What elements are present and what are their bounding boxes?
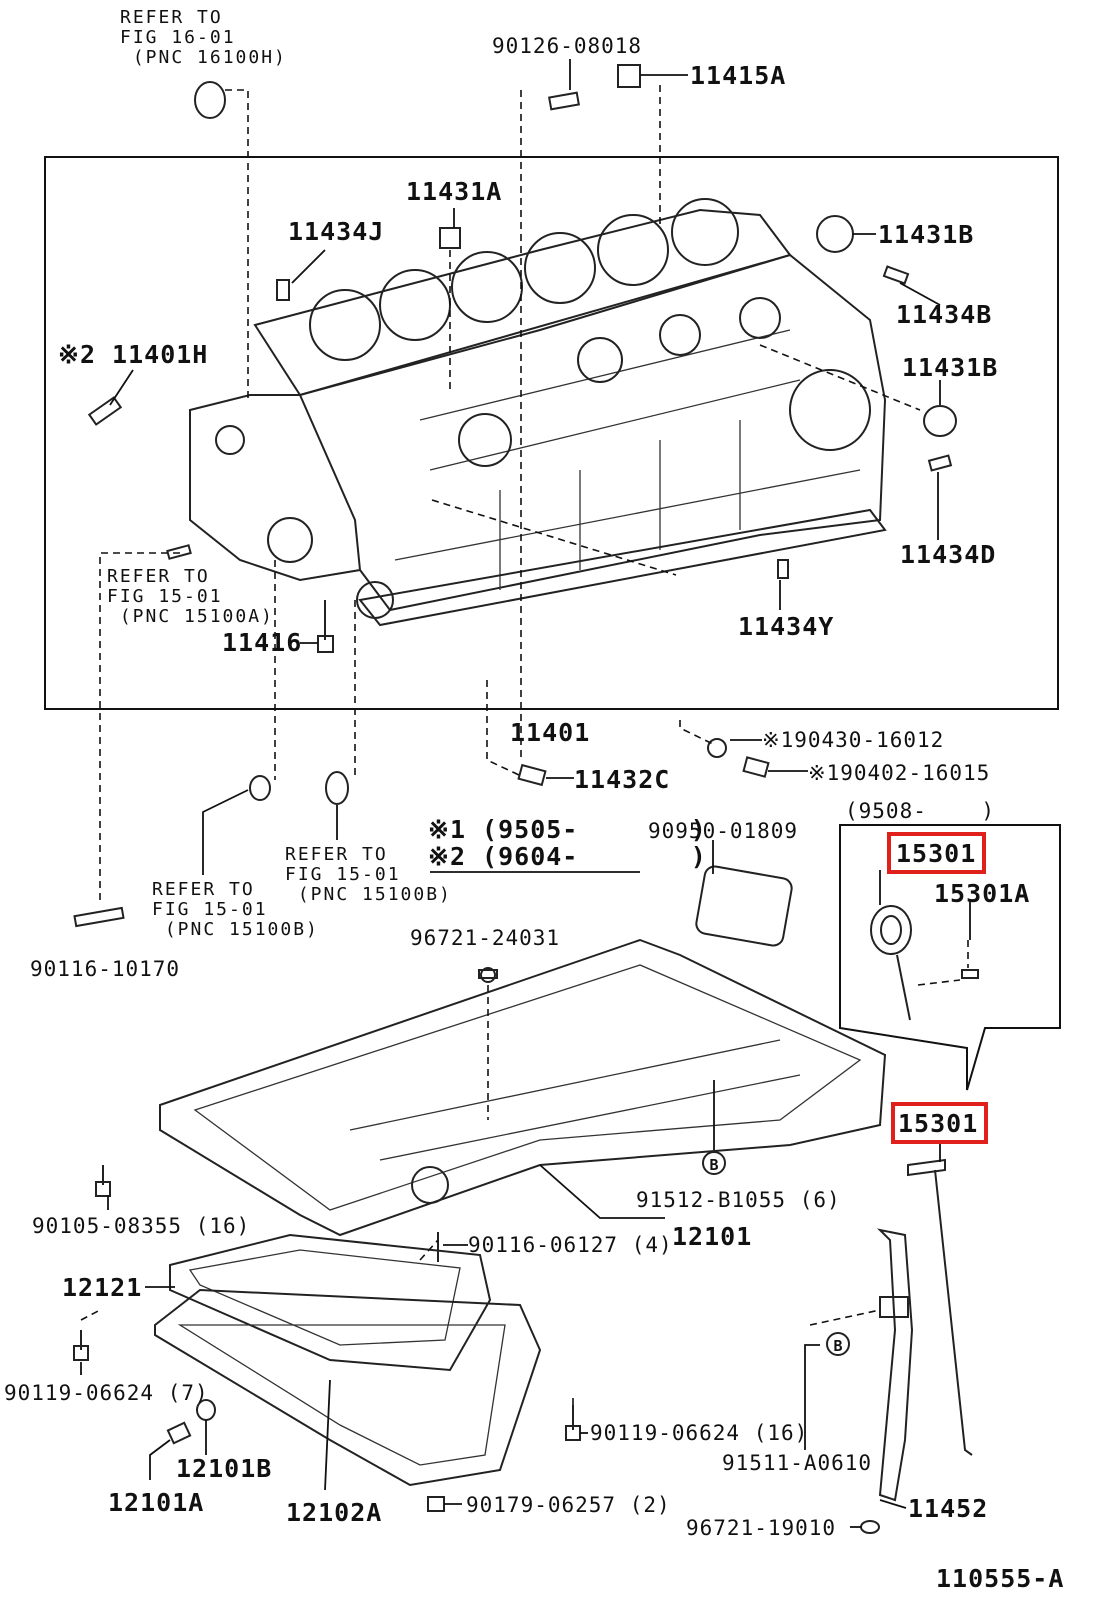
label-12101: 12101 xyxy=(672,1222,752,1251)
small-parts-lower xyxy=(73,969,880,1534)
label-90119-06624-left: 90119-06624 (7) xyxy=(4,1381,209,1405)
oil-pan-drawing xyxy=(159,865,887,1237)
label-9508: (9508- ) xyxy=(845,799,995,823)
ref-15-01-b-left-line1: REFER TO xyxy=(152,879,255,900)
label-90126-08018: 90126-08018 xyxy=(492,34,642,58)
label-11432C: 11432C xyxy=(574,765,670,794)
label-190430-16012: ※190430-16012 xyxy=(762,728,944,752)
label-90105-08355: 90105-08355 (16) xyxy=(32,1214,250,1238)
ref-16-01-line2: FIG 16-01 xyxy=(120,27,236,48)
label-11401: 11401 xyxy=(510,718,590,747)
label-90116-06127: 90116-06127 (4) xyxy=(468,1233,673,1257)
label-96721-24031: 96721-24031 xyxy=(410,926,560,950)
label-11401H: ※2 11401H xyxy=(58,340,208,369)
ref-15-01-b-mid-line2: FIG 15-01 xyxy=(285,864,401,885)
cylinder-block-drawing xyxy=(189,198,887,627)
note-2: ※2 (9604- ) xyxy=(428,842,707,871)
ref-15-01-a-line3: (PNC 15100A) xyxy=(107,606,274,627)
ref-15-01-a-line1: REFER TO xyxy=(107,566,210,587)
label-12102A: 12102A xyxy=(286,1498,382,1527)
label-11434B: 11434B xyxy=(896,300,992,329)
b-badge-upper-text: B xyxy=(709,1156,718,1174)
b-badge-lower: B xyxy=(826,1332,850,1356)
label-15301A: 15301A xyxy=(934,879,1030,908)
label-91512-B1055: 91512-B1055 (6) xyxy=(636,1188,841,1212)
ref-15-01-a-line2: FIG 15-01 xyxy=(107,586,223,607)
inset-dipstick-drawing xyxy=(870,905,979,1021)
b-badge-upper: B xyxy=(702,1151,726,1175)
b-badge-lower-text: B xyxy=(833,1337,842,1355)
label-11416: 11416 xyxy=(222,628,302,657)
label-90950-01809: 90950-01809 xyxy=(648,819,798,843)
highlight-15301-main xyxy=(891,1102,988,1144)
ref-15-01-b-mid-line3: (PNC 15100B) xyxy=(285,884,452,905)
ref-16-01-line3: (PNC 16100H) xyxy=(120,47,287,68)
highlight-15301-inset xyxy=(887,832,986,874)
lower-oil-pan-drawing xyxy=(154,1288,542,1487)
label-11431A: 11431A xyxy=(406,177,502,206)
label-11434Y: 11434Y xyxy=(738,612,834,641)
label-11434J: 11434J xyxy=(288,217,384,246)
part-labels: REFER TO FIG 16-01 (PNC 16100H) 90126-08… xyxy=(4,7,1064,1593)
note-1: ※1 (9505- ) xyxy=(428,815,707,844)
label-15301-main: 15301 xyxy=(898,1109,978,1138)
oil-baffle-drawing xyxy=(169,1233,492,1372)
label-190402-16015: ※190402-16015 xyxy=(808,761,990,785)
ref-16-01-line1: REFER TO xyxy=(120,7,223,28)
label-11415A: 11415A xyxy=(690,61,786,90)
label-90179-06257: 90179-06257 (2) xyxy=(466,1493,671,1517)
label-11434D: 11434D xyxy=(900,540,996,569)
dipstick-drawing xyxy=(876,1158,973,1502)
label-90119-06624-right: 90119-06624 (16) xyxy=(590,1421,808,1445)
label-91511-A0610: 91511-A0610 xyxy=(722,1451,872,1475)
label-15301-inset: 15301 xyxy=(896,839,976,868)
label-90116-10170: 90116-10170 xyxy=(30,957,180,981)
label-12121: 12121 xyxy=(62,1273,142,1302)
ref-15-01-b-mid-line1: REFER TO xyxy=(285,844,388,865)
cylinder-block-frame xyxy=(44,156,1059,710)
small-parts-upper xyxy=(73,64,957,928)
figure-id: 110555-A xyxy=(936,1564,1064,1593)
label-96721-19010: 96721-19010 xyxy=(686,1516,836,1540)
ref-15-01-b-left-line2: FIG 15-01 xyxy=(152,899,268,920)
label-12101B: 12101B xyxy=(176,1454,272,1483)
label-11431B-top: 11431B xyxy=(878,220,974,249)
label-11431B-right: 11431B xyxy=(902,353,998,382)
label-12101A: 12101A xyxy=(108,1488,204,1517)
ref-15-01-b-left-line3: (PNC 15100B) xyxy=(152,919,319,940)
leader-lines xyxy=(80,59,971,1528)
inset-frame xyxy=(839,824,1061,1091)
label-11452: 11452 xyxy=(908,1494,988,1523)
